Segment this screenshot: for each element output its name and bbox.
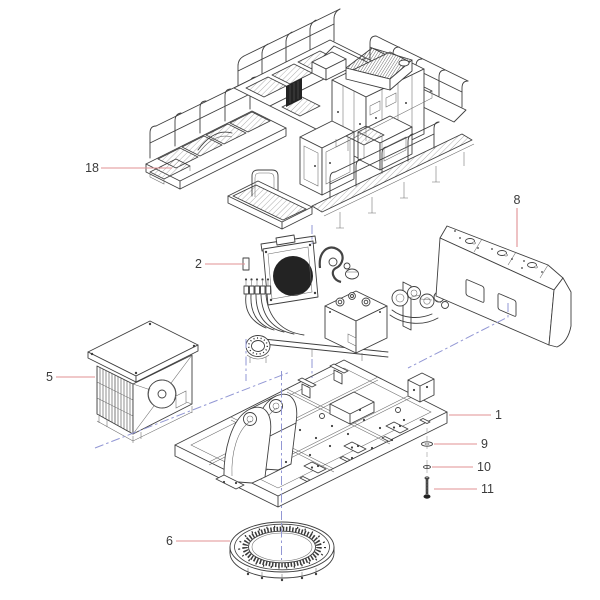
callout-10: 10 — [432, 460, 491, 474]
part-10-washer-small — [423, 464, 431, 470]
callout-label-2: 2 — [195, 257, 202, 271]
callout-2: 2 — [195, 257, 245, 271]
callout-label-10: 10 — [477, 460, 491, 474]
part-1-base-frame — [174, 359, 448, 508]
callout-label-11: 11 — [481, 482, 494, 496]
callout-label-9: 9 — [481, 437, 488, 451]
callout-label-8: 8 — [514, 193, 521, 207]
callout-5: 5 — [46, 370, 95, 384]
callout-label-18: 18 — [85, 161, 99, 175]
louvered-hood — [345, 47, 413, 91]
hydraulic-tank — [324, 290, 388, 354]
callout-9: 9 — [434, 437, 488, 451]
callout-1: 1 — [449, 408, 502, 422]
callout-label-6: 6 — [166, 534, 173, 548]
part-18-platform-deck-assembly — [145, 8, 475, 230]
handrail-back-left — [237, 8, 341, 89]
part-8-tank — [435, 225, 572, 348]
callout-11: 11 — [434, 482, 494, 496]
callout-label-1: 1 — [495, 408, 502, 422]
callout-18: 18 — [85, 161, 172, 175]
walkway-center — [227, 169, 313, 230]
alignment-centerlines — [94, 225, 509, 560]
grated-stand — [345, 125, 385, 159]
callouts: 18 2 8 5 1 9 10 11 — [46, 161, 520, 548]
fastener-stack — [421, 428, 433, 499]
part-9-washer — [421, 441, 433, 447]
boom-bracket-plates — [215, 393, 298, 490]
radiator — [260, 234, 319, 306]
part-2-engine-module — [242, 234, 449, 363]
box-back-deck — [311, 51, 347, 81]
frame-bolt-holes — [284, 407, 406, 464]
callout-8: 8 — [514, 193, 521, 247]
cabinet-mid — [299, 120, 355, 196]
walkway-right — [311, 121, 475, 229]
part-5-cooler-cabinet — [87, 320, 199, 443]
hose-manifold — [243, 278, 305, 336]
part-11-bolt — [423, 476, 431, 499]
callout-label-5: 5 — [46, 370, 53, 384]
callout-6: 6 — [166, 534, 230, 548]
vibration-damper — [245, 335, 271, 363]
dark-grille — [286, 78, 302, 107]
